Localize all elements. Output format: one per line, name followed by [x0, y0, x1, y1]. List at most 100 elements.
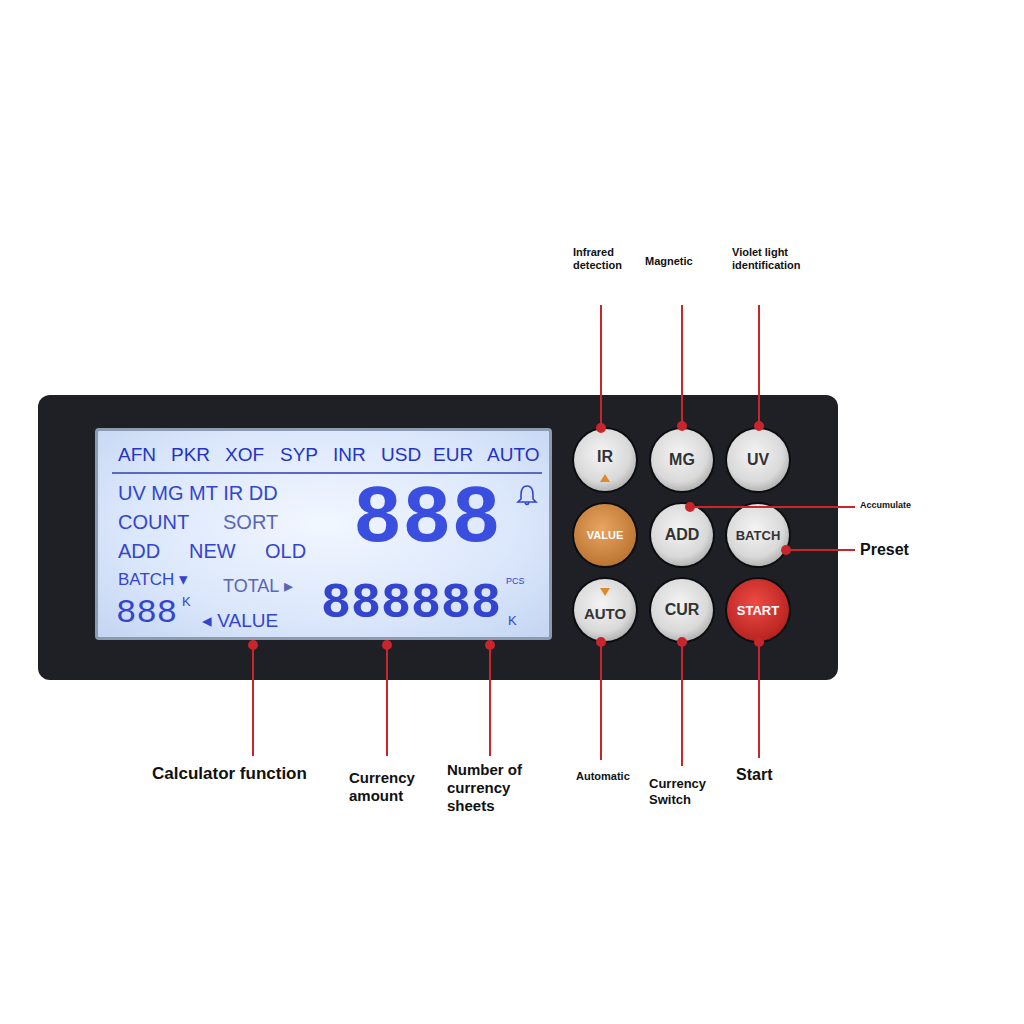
callout-label: Calculator function: [152, 764, 352, 784]
button-rim: [649, 427, 715, 493]
control-button: AUTO: [574, 579, 636, 641]
control-panel: [38, 395, 838, 680]
button-rim: [725, 427, 791, 493]
button-circles: [572, 427, 791, 643]
button-face: [574, 504, 636, 566]
triangle-mark: [600, 474, 610, 482]
leader-dot: [383, 641, 391, 649]
button-rim: [649, 577, 715, 643]
control-button: MG: [651, 429, 713, 491]
leader-dot: [249, 641, 257, 649]
leader-line: [758, 305, 760, 426]
control-button: BATCH: [727, 504, 789, 566]
lcd-indicator: TOTAL ▸: [223, 577, 293, 595]
lcd-indicator: K: [182, 595, 191, 608]
leader-dot: [782, 546, 790, 554]
button-label: AUTO: [584, 605, 626, 622]
button-label: MG: [669, 451, 695, 469]
button-label: ADD: [665, 526, 700, 544]
lcd-indicator: K: [508, 614, 517, 627]
leader-line: [681, 305, 683, 426]
leader-line: [386, 645, 388, 756]
leader-dot: [686, 503, 694, 511]
control-button: IR: [574, 429, 636, 491]
lcd-indicator: UV MG MT IR DD: [118, 483, 278, 503]
leader-line: [681, 642, 683, 766]
button-label: VALUE: [587, 529, 623, 541]
button-rim: [572, 577, 638, 643]
callout-label: Accumulate: [860, 500, 940, 511]
button-rim: [649, 502, 715, 568]
lcd-indicator: PCS: [506, 577, 525, 586]
leader-dot: [755, 638, 763, 646]
button-face: [574, 429, 636, 491]
lcd-indicator: 888: [353, 479, 501, 561]
bell-icon: [516, 483, 538, 507]
control-button: VALUE: [574, 504, 636, 566]
leader-line: [600, 642, 602, 760]
leader-dot: [597, 638, 605, 646]
callout-label: Automatic: [576, 770, 656, 783]
lcd-indicator: EUR: [433, 445, 473, 464]
lcd-indicator: AFN: [118, 445, 156, 464]
button-label: UV: [747, 451, 769, 469]
leader-dot: [678, 638, 686, 646]
lcd-indicator: BATCH ▾: [118, 571, 188, 588]
lcd-indicator: XOF: [225, 445, 264, 464]
leader-dot: [486, 641, 494, 649]
button-rim: [572, 427, 638, 493]
control-button: CUR: [651, 579, 713, 641]
control-button: UV: [727, 429, 789, 491]
lcd-indicator: 888888: [321, 579, 501, 629]
leader-line: [600, 305, 602, 428]
leader-line: [786, 549, 855, 551]
button-face: [651, 429, 713, 491]
lcd-indicator: SYP: [280, 445, 318, 464]
leader-line: [489, 645, 491, 756]
button-label: CUR: [665, 601, 700, 619]
callout-label: Number of currency sheets: [447, 761, 547, 815]
lcd-indicator: AUTO: [487, 445, 539, 464]
button-rim: [725, 502, 791, 568]
callout-label: Currency amount: [349, 769, 437, 805]
lcd-indicator: ◂ VALUE: [202, 611, 278, 630]
leader-line: [758, 642, 760, 758]
lcd-screen: AFN PKR XOF SYP INR USD EUR AUTO UV MG MT IR DD C…: [95, 428, 552, 640]
button-face: [727, 429, 789, 491]
control-button: START: [727, 579, 789, 641]
lcd-indicator: INR: [333, 445, 366, 464]
button-rim: [725, 577, 791, 643]
lcd-indicator: PKR: [171, 445, 210, 464]
lcd-indicator: 888: [116, 596, 177, 630]
button-label: BATCH: [736, 528, 781, 543]
callout-label: Start: [736, 765, 796, 784]
lcd-indicator: NEW: [189, 541, 236, 561]
button-face: [727, 579, 789, 641]
button-face: [574, 579, 636, 641]
leader-line: [690, 506, 855, 508]
lcd-indicator: SORT: [223, 512, 278, 532]
lcd-indicator: COUNT: [118, 512, 189, 532]
triangle-mark: [600, 588, 610, 596]
lcd-indicator: ADD: [118, 541, 160, 561]
divider-line: [112, 472, 542, 474]
button-face: [651, 579, 713, 641]
control-button: ADD: [651, 504, 713, 566]
button-face: [651, 504, 713, 566]
button-label: IR: [597, 448, 613, 466]
leader-dot: [597, 424, 605, 432]
lcd-indicator: USD: [381, 445, 421, 464]
leader-dot: [678, 422, 686, 430]
callout-label: Magnetic: [645, 255, 725, 268]
leader-dot: [755, 422, 763, 430]
button-face: [727, 504, 789, 566]
callout-label: Infrared detection: [573, 246, 637, 272]
button-label: START: [737, 603, 779, 618]
callout-label: Violet light identification: [732, 246, 822, 272]
button-rim: [572, 502, 638, 568]
lcd-indicator: OLD: [265, 541, 306, 561]
callout-label: Preset: [860, 540, 940, 559]
leader-line: [252, 645, 254, 756]
callout-label: Currency Switch: [649, 776, 723, 807]
